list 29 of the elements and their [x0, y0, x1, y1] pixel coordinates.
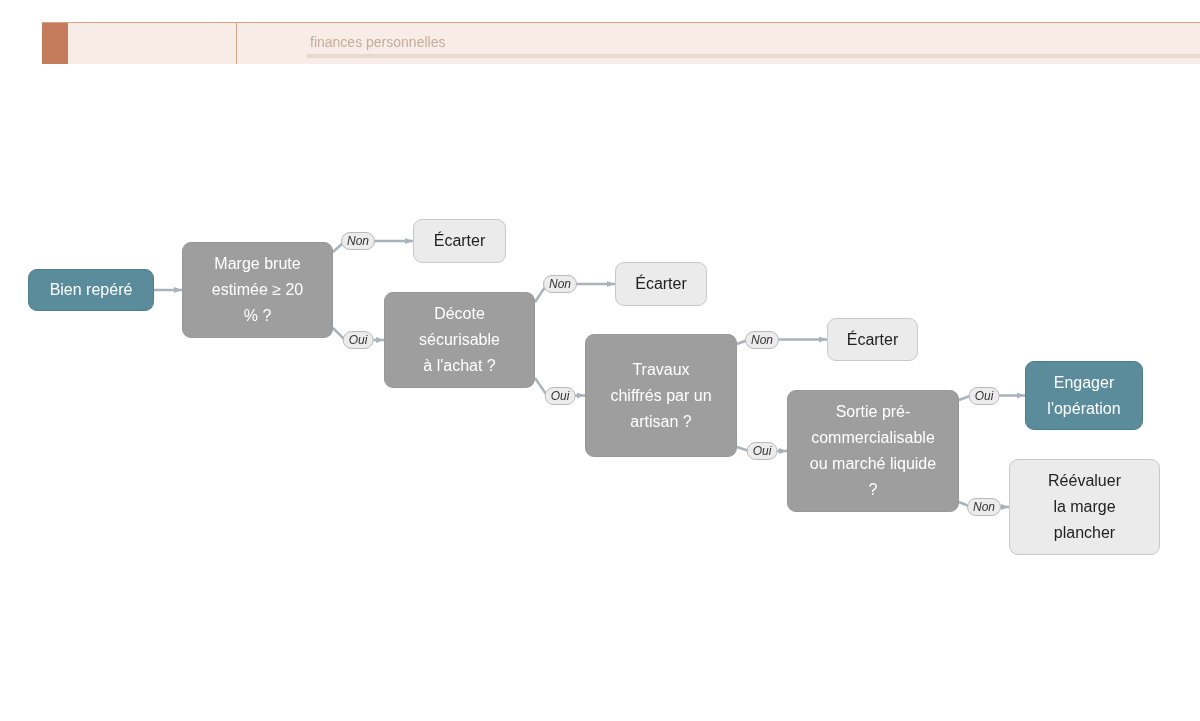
node-text: Engager l'opération — [1046, 372, 1122, 419]
edge-label: Oui — [544, 386, 576, 405]
edge-label: Oui — [968, 386, 1000, 405]
edge-label: Non — [745, 330, 779, 349]
decision-box — [384, 292, 535, 388]
outcome-box — [1009, 459, 1160, 555]
tagline: finances personnelles — [310, 34, 446, 50]
node-text: Travaux chiffrés par un artisan ? — [609, 359, 713, 432]
node-text: Réévaluer la marge plancher — [1047, 471, 1122, 543]
process-box — [1025, 361, 1143, 430]
decision-box — [585, 334, 737, 457]
edge-label: Non — [967, 498, 1001, 516]
node-text: Écarter — [433, 230, 486, 251]
outcome-box — [827, 318, 918, 361]
edge-label: Non — [341, 232, 375, 250]
node-text: Décote sécurisable à l'achat ? — [418, 304, 501, 376]
process-box — [28, 269, 154, 311]
node-text: Marge brute estimée ≥ 20 % ? — [210, 254, 305, 326]
edge-label: Non — [543, 275, 577, 293]
node-text: Écarter — [635, 273, 687, 294]
edge-label: Oui — [342, 331, 374, 349]
decision-box — [182, 242, 333, 338]
connector-arrow — [154, 287, 182, 293]
outcome-box — [413, 219, 506, 263]
outcome-box — [615, 262, 707, 306]
node-text: Écarter — [846, 329, 899, 350]
node-text: Sortie pré-commercialisable ou marché liquide ? — [808, 402, 938, 500]
node-text: Bien repéré — [49, 280, 133, 300]
decision-box — [787, 390, 959, 512]
